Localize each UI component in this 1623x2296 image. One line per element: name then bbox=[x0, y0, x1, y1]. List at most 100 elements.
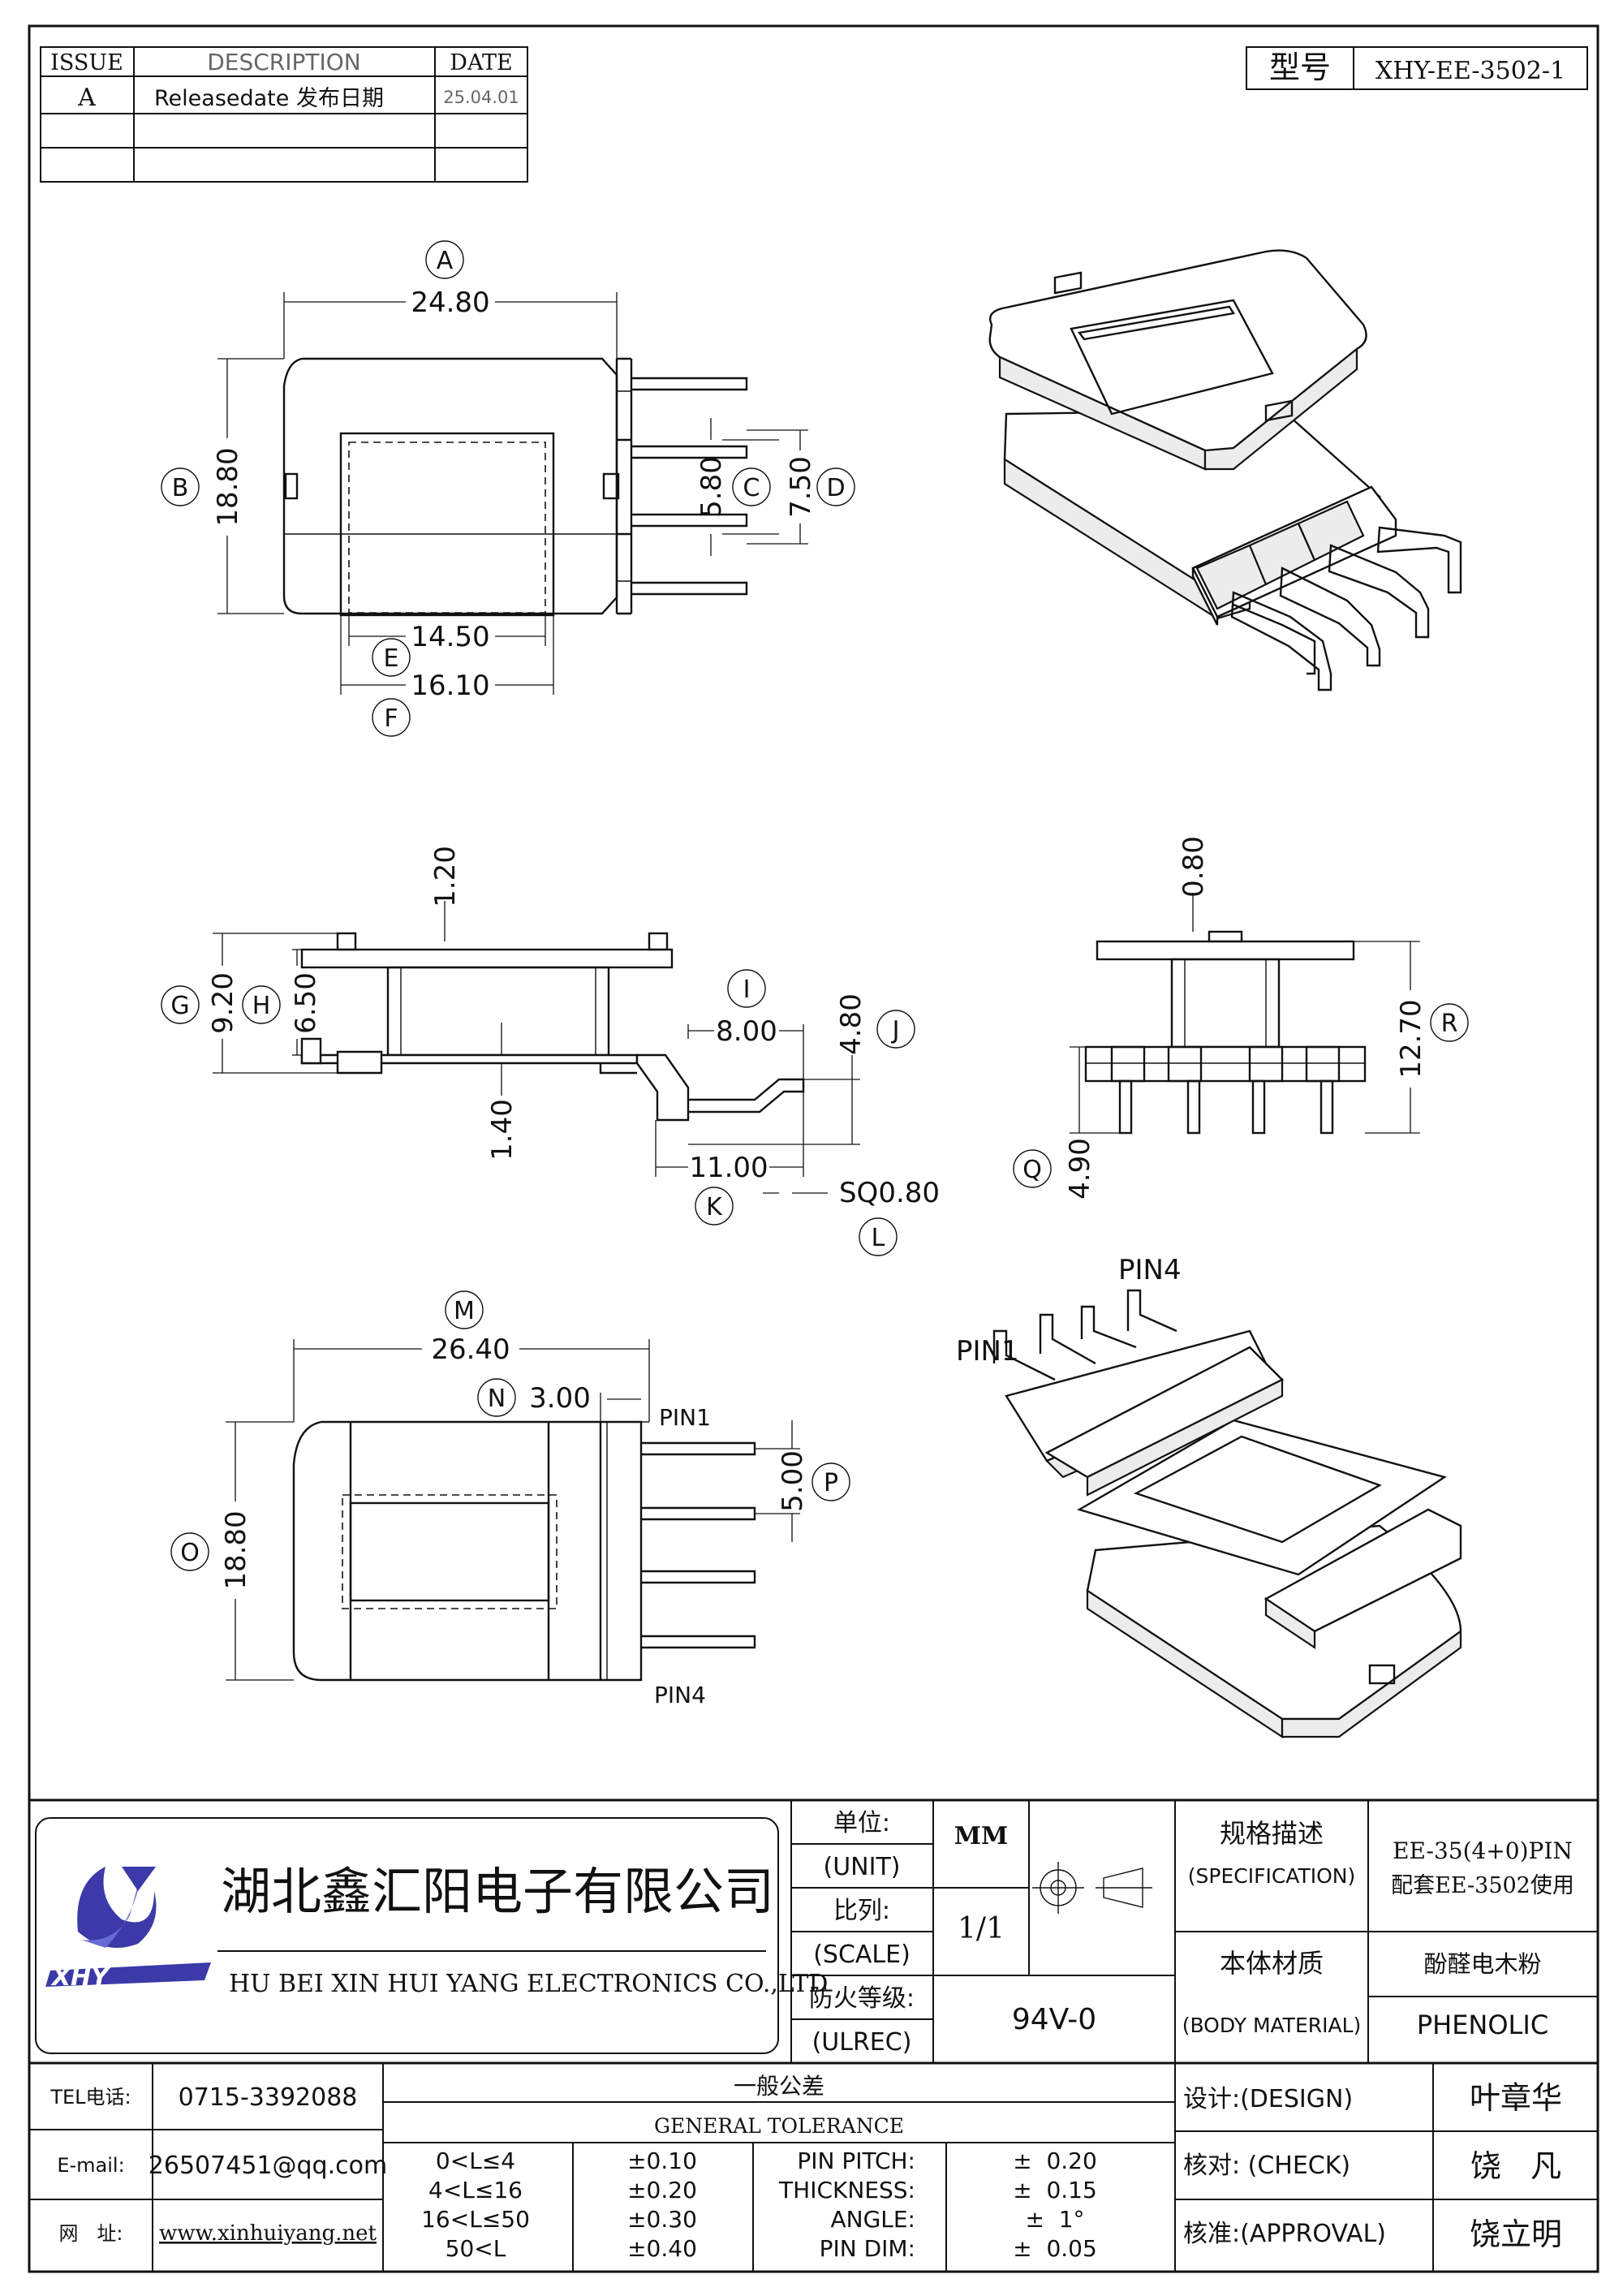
tag-b: B bbox=[161, 467, 200, 506]
revision-description: Releasedate 发布日期 bbox=[154, 86, 384, 111]
tol-range-3: 16<L≤50 bbox=[421, 2206, 530, 2233]
model-value: XHY-EE-3502-1 bbox=[1375, 57, 1565, 85]
svg-text:Q: Q bbox=[1022, 1156, 1042, 1184]
tag-d: D bbox=[816, 467, 855, 506]
approval-label: 核准:(APPROVAL) bbox=[1183, 2220, 1386, 2248]
tag-e: E bbox=[372, 638, 411, 677]
tag-n: N bbox=[477, 1378, 516, 1417]
dim-f: 16.10 bbox=[411, 670, 489, 702]
material-label-cn: 本体材质 bbox=[1220, 1948, 1324, 1979]
web-label: 网 址: bbox=[59, 2222, 123, 2245]
svg-text:P: P bbox=[824, 1469, 838, 1497]
svg-text:R: R bbox=[1441, 1010, 1458, 1038]
unit-label-en: (UNIT) bbox=[824, 1853, 901, 1881]
revision-header-description: DESCRIPTION bbox=[207, 49, 361, 75]
projection-symbol-icon bbox=[1032, 1862, 1152, 1914]
material-value-en: PHENOLIC bbox=[1417, 2010, 1548, 2040]
dim-r: 12.70 bbox=[1395, 999, 1427, 1078]
fire-label-en: (ULREC) bbox=[812, 2028, 912, 2057]
tag-o: O bbox=[170, 1532, 209, 1571]
dim-q: 4.90 bbox=[1064, 1138, 1096, 1200]
isometric-view-bottom: PIN1 PIN4 bbox=[956, 1254, 1462, 1739]
tag-l: L bbox=[859, 1217, 898, 1256]
tag-i: I bbox=[727, 969, 766, 1008]
tag-j: J bbox=[876, 1010, 915, 1049]
dim-end-tab: 0.80 bbox=[1177, 836, 1210, 898]
tol-value-1: ±0.10 bbox=[627, 2147, 697, 2174]
model-box: 型号 XHY-EE-3502-1 bbox=[1246, 46, 1588, 90]
dim-b: 18.80 bbox=[212, 447, 244, 526]
fire-label-cn: 防火等级: bbox=[809, 1984, 915, 2013]
tol-range-2: 4<L≤16 bbox=[428, 2177, 523, 2203]
dim-n: 3.00 bbox=[529, 1382, 591, 1415]
scale-value: 1/1 bbox=[958, 1912, 1005, 1945]
dim-p: 5.00 bbox=[777, 1450, 809, 1512]
tag-c: C bbox=[732, 467, 771, 506]
email-label: E-mail: bbox=[57, 2154, 124, 2177]
dim-i: 8.00 bbox=[716, 1015, 777, 1048]
svg-text:I: I bbox=[743, 976, 751, 1004]
approval-name: 饶立明 bbox=[1470, 2216, 1562, 2252]
svg-text:L: L bbox=[872, 1224, 885, 1252]
pin1-label-bottom: PIN1 bbox=[659, 1404, 711, 1431]
dim-j: 4.80 bbox=[835, 993, 867, 1055]
check-label: 核对: (CHECK) bbox=[1183, 2152, 1350, 2180]
dim-m: 26.40 bbox=[431, 1333, 510, 1366]
fire-value: 94V-0 bbox=[1012, 2003, 1096, 2036]
tol-item-4: PIN DIM: bbox=[820, 2235, 915, 2262]
dim-a: 24.80 bbox=[411, 286, 489, 319]
tol-value-2: ±0.20 bbox=[627, 2177, 697, 2203]
email-value: 26507451@qq.com bbox=[149, 2152, 387, 2180]
svg-text:H: H bbox=[252, 992, 271, 1020]
pin4-label-iso: PIN4 bbox=[1118, 1254, 1182, 1286]
svg-text:XHY: XHY bbox=[50, 1963, 111, 1992]
tag-k: K bbox=[695, 1187, 734, 1226]
svg-text:A: A bbox=[437, 247, 454, 275]
scale-label-en: (SCALE) bbox=[813, 1941, 911, 1969]
tag-p: P bbox=[812, 1462, 850, 1501]
svg-text:K: K bbox=[706, 1193, 723, 1221]
design-name: 叶章华 bbox=[1470, 2080, 1562, 2116]
tol-val-1: ± 0.20 bbox=[1013, 2147, 1097, 2174]
top-view: 24.80 18.80 5.80 7.50 14.50 16.10 bbox=[212, 286, 817, 702]
spec-label-en: (SPECIFICATION) bbox=[1188, 1864, 1355, 1888]
tol-range-4: 50<L bbox=[446, 2235, 506, 2262]
tel-value: 0715-3392088 bbox=[179, 2083, 358, 2112]
svg-text:F: F bbox=[384, 704, 398, 733]
tag-m: M bbox=[445, 1290, 484, 1329]
dim-k: 11.00 bbox=[689, 1152, 768, 1184]
web-value[interactable]: www.xinhuiyang.net bbox=[159, 2221, 377, 2246]
tol-val-2: ± 0.15 bbox=[1013, 2177, 1097, 2203]
spec-label-cn: 规格描述 bbox=[1220, 1818, 1324, 1849]
tol-val-3: ± 1° bbox=[1025, 2206, 1084, 2233]
tol-value-4: ±0.40 bbox=[627, 2235, 697, 2262]
sheet-border bbox=[28, 24, 1599, 2273]
tol-item-1: PIN PITCH: bbox=[797, 2147, 915, 2174]
svg-text:O: O bbox=[180, 1539, 200, 1567]
dim-l: SQ0.80 bbox=[839, 1177, 940, 1209]
pin1-label-iso: PIN1 bbox=[956, 1335, 1019, 1368]
spec-value-1: EE-35(4+0)PIN bbox=[1393, 1837, 1573, 1864]
company-logo: XHY bbox=[45, 1867, 211, 1992]
unit-label-cn: 单位: bbox=[833, 1809, 890, 1837]
revision-issue: A bbox=[77, 84, 96, 112]
title-block: XHY 湖北鑫汇阳电子有限公司 HU BEI XIN HUI YANG ELEC… bbox=[29, 1798, 1598, 2272]
tolerance-title-en: GENERAL TOLERANCE bbox=[654, 2114, 904, 2138]
svg-text:B: B bbox=[172, 474, 189, 502]
tag-h: H bbox=[242, 985, 281, 1024]
tag-f: F bbox=[372, 698, 411, 737]
svg-text:J: J bbox=[891, 1016, 900, 1045]
svg-text:G: G bbox=[170, 992, 189, 1020]
tol-item-3: ANGLE: bbox=[830, 2206, 915, 2233]
revision-table: ISSUE DESCRIPTION DATE A Releasedate 发布日… bbox=[40, 46, 528, 183]
scale-label-cn: 比列: bbox=[833, 1897, 890, 1925]
dim-h: 6.50 bbox=[290, 972, 322, 1034]
design-label: 设计:(DESIGN) bbox=[1183, 2085, 1353, 2113]
svg-text:N: N bbox=[488, 1385, 506, 1413]
dim-c: 5.80 bbox=[695, 456, 728, 518]
tol-item-2: THICKNESS: bbox=[778, 2177, 915, 2203]
dim-g: 9.20 bbox=[207, 972, 239, 1034]
dim-o: 18.80 bbox=[220, 1510, 252, 1589]
revision-header-issue: ISSUE bbox=[50, 50, 123, 75]
tel-label: TEL电话: bbox=[50, 2086, 131, 2109]
